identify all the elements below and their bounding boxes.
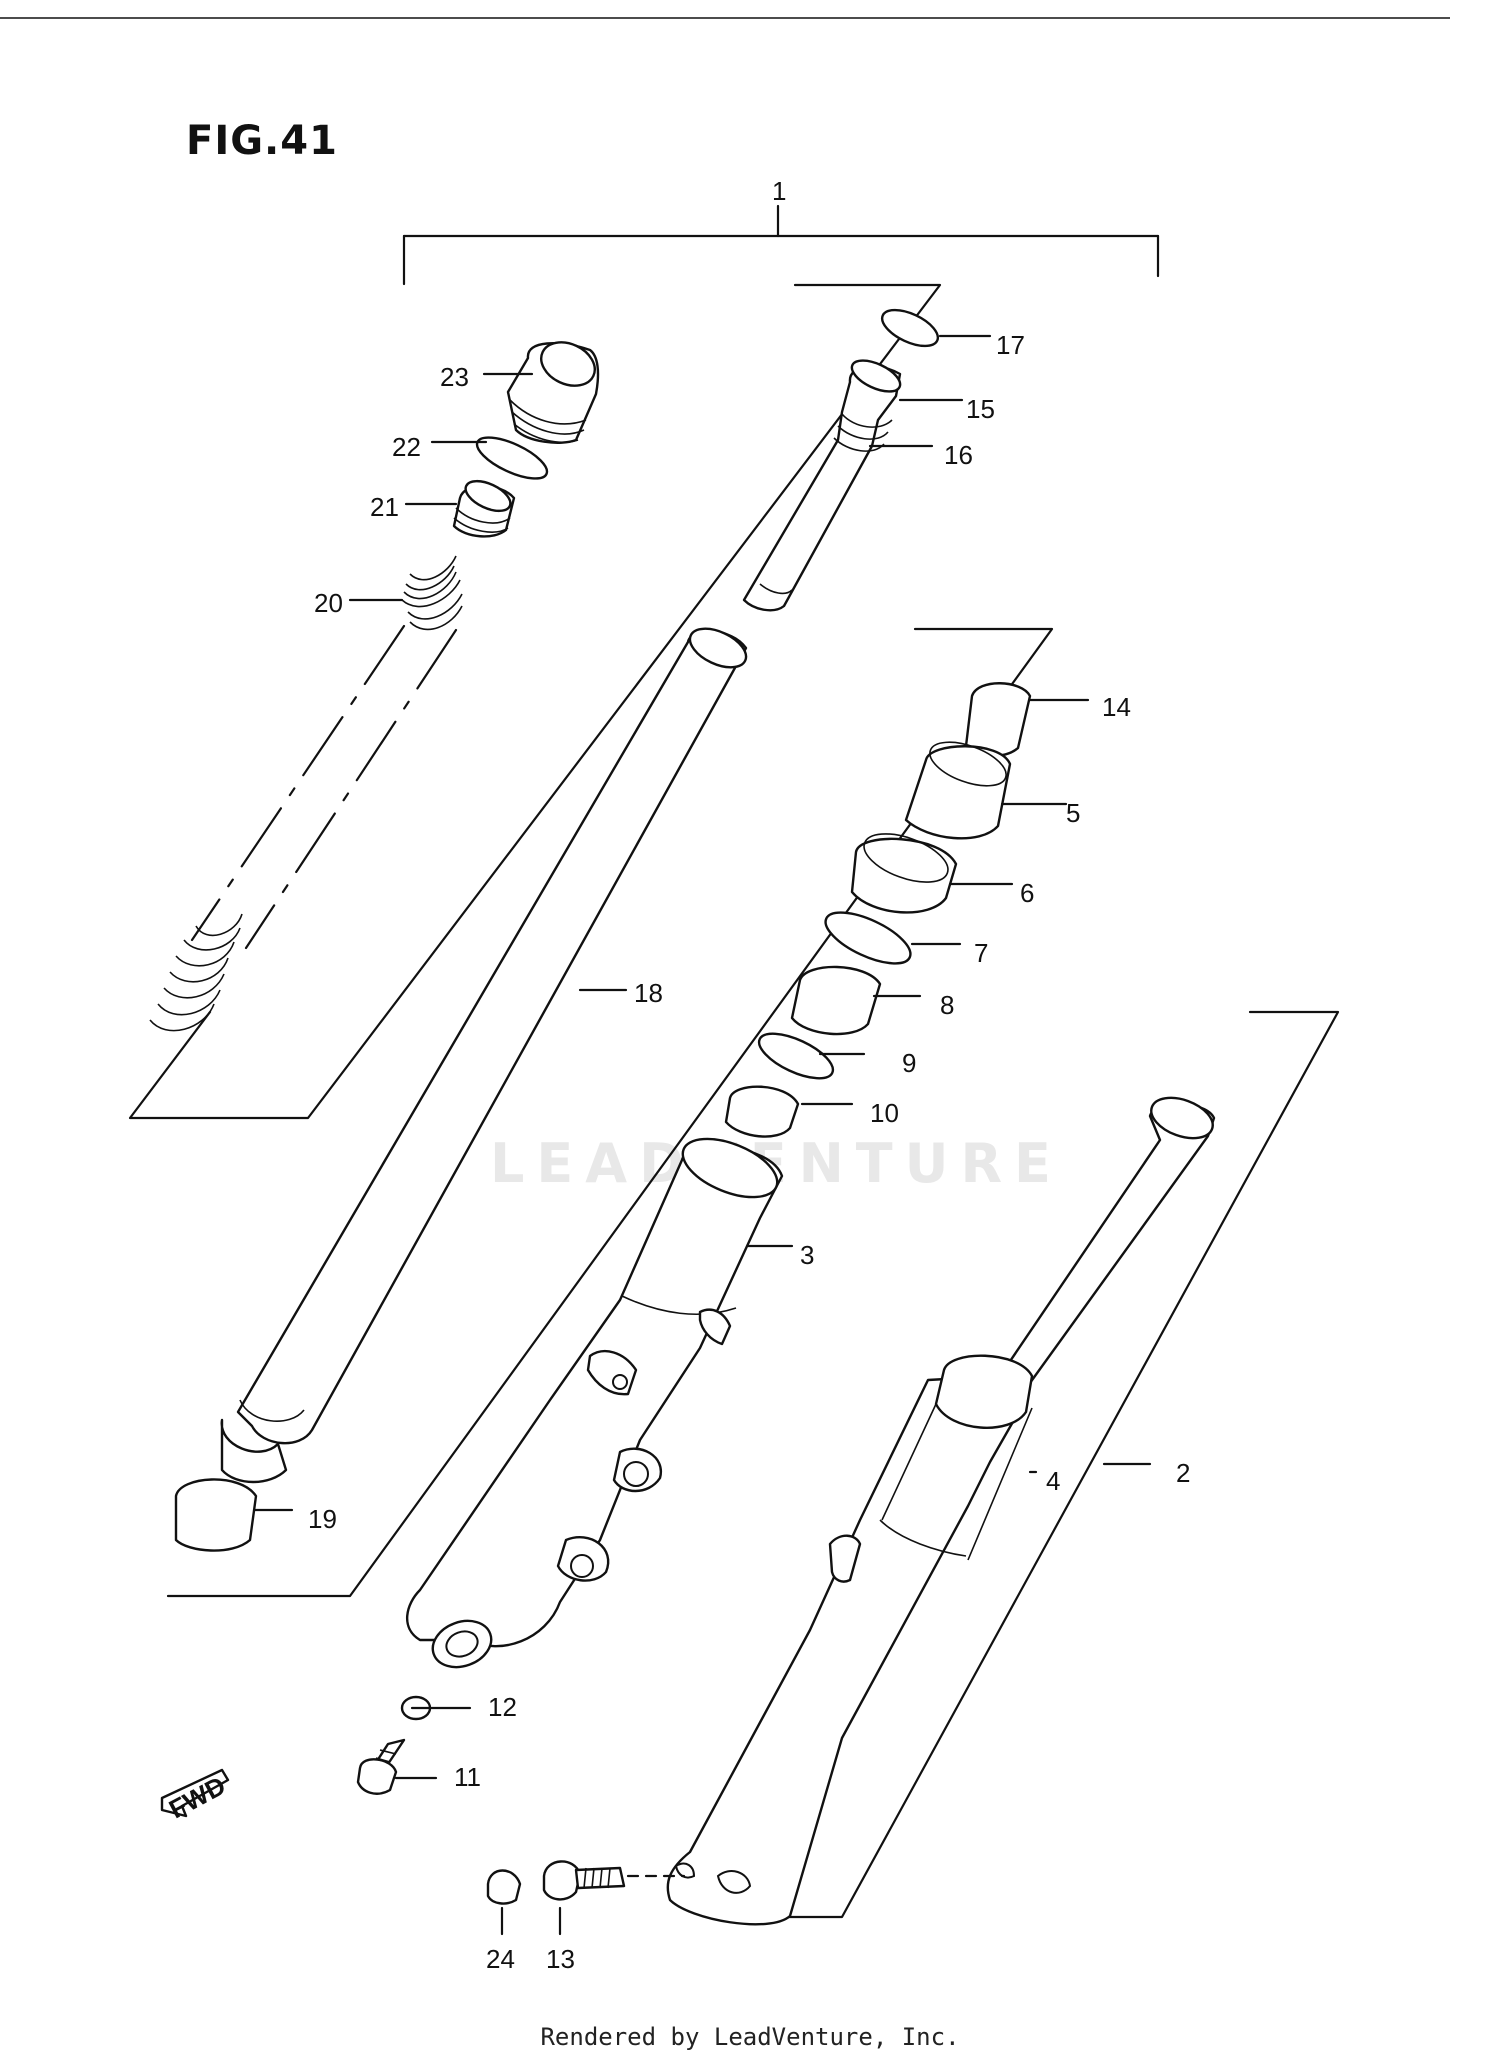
callout-23: 23	[440, 362, 469, 392]
fwd-arrow-icon	[160, 1768, 230, 1818]
part-2-4-fork-slider	[666, 1096, 1216, 1926]
part-14-collar	[964, 682, 1032, 758]
callout-2: 2	[1176, 1458, 1190, 1488]
callout-16: 16	[944, 440, 973, 470]
callout-4: 4	[1046, 1466, 1060, 1496]
callout-12: 12	[488, 1692, 517, 1722]
part-6-oil-seal	[850, 833, 958, 914]
callout-19: 19	[308, 1504, 337, 1534]
callout-labels: 1 2 3 4 5 6 7 8 9 10 11 12 13 14 15 16 1…	[164, 176, 1190, 1974]
leader-lines	[252, 334, 1152, 1936]
part-23-cap-bolt	[506, 341, 600, 444]
callout-18: 18	[634, 978, 663, 1008]
part-13-axle-bolt	[542, 1860, 626, 1901]
callout-6: 6	[1020, 878, 1034, 908]
callout-1: 1	[772, 176, 786, 206]
part-15-16-damper-rod	[742, 359, 902, 612]
part-10-bushing	[724, 1085, 800, 1138]
callout-9: 9	[902, 1048, 916, 1078]
callout-20: 20	[314, 588, 343, 618]
part-5-dust-seal	[904, 741, 1012, 840]
group-outline-spring	[128, 283, 942, 1120]
callout-11: 11	[454, 1762, 481, 1792]
callout-21: 21	[370, 492, 399, 522]
part-20-spring	[149, 555, 463, 1032]
part-19-bushing	[174, 1478, 258, 1552]
part-21-nut	[452, 479, 516, 538]
part-18-damper-cylinder	[220, 627, 748, 1484]
callout-3: 3	[800, 1240, 814, 1270]
callout-15: 15	[966, 394, 995, 424]
callout-5: 5	[1066, 798, 1080, 828]
callout-10: 10	[870, 1098, 899, 1128]
callout-7: 7	[974, 938, 988, 968]
callout-17: 17	[996, 330, 1025, 360]
part-11-bolt	[356, 1738, 406, 1795]
figure-title: FIG.41	[186, 118, 338, 164]
part-8-bushing	[790, 965, 882, 1036]
callout-13: 13	[546, 1944, 575, 1974]
callout-14: 14	[1102, 692, 1131, 722]
group-outline-inner	[166, 627, 1054, 1598]
part-3-outer-tube	[405, 1137, 784, 1669]
assembly-bracket	[402, 204, 1160, 286]
part-24-cap	[486, 1869, 522, 1905]
part-9-ring	[757, 1032, 835, 1080]
callout-22: 22	[392, 432, 421, 462]
part-17-ring	[880, 308, 940, 348]
callout-24: 24	[486, 1944, 515, 1974]
footer-credit: Rendered by LeadVenture, Inc.	[540, 2023, 960, 2051]
fwd-label: FWD	[164, 1770, 230, 1824]
group-outline-outer	[758, 1010, 1340, 1919]
callout-8: 8	[940, 990, 954, 1020]
part-7-ring	[824, 911, 912, 965]
